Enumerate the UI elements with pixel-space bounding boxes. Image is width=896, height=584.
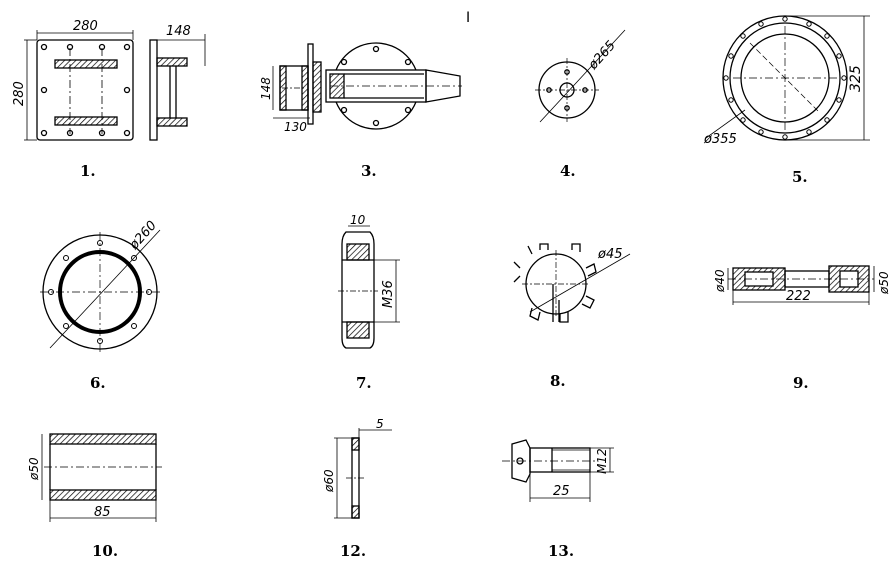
part-10-dim-length: 85 — [94, 505, 111, 520]
part-9-number: 9. — [793, 374, 809, 392]
part-12-drawing — [334, 428, 392, 519]
part-8-dim-diameter: ø45 — [597, 247, 623, 262]
page-mark: I — [466, 10, 470, 26]
part-12-dim-thickness: 5 — [376, 417, 384, 431]
part-5-dim-diameter: ø355 — [703, 132, 737, 147]
part-1-number: 1. — [80, 162, 96, 180]
part-3-dim-width: 130 — [284, 120, 307, 134]
part-10-dim-diameter: ø50 — [27, 457, 41, 481]
part-13-dim-length: 25 — [553, 484, 570, 499]
part-1-drawing — [24, 30, 206, 141]
part-1-dim-height: 280 — [12, 81, 27, 106]
part-6-number: 6. — [90, 374, 106, 392]
part-9-dim-length: 222 — [786, 289, 811, 304]
part-8-drawing — [513, 243, 631, 323]
part-4-drawing — [535, 29, 626, 123]
part-7-dim-thread: M36 — [381, 280, 396, 308]
part-12-dim-diameter: ø60 — [322, 469, 336, 493]
part-13-dim-thread: M12 — [595, 448, 609, 474]
part-13-number: 13. — [548, 542, 574, 560]
part-9-dim-diameter-right: ø50 — [877, 271, 891, 295]
part-1-dim-width: 280 — [73, 19, 98, 34]
part-9-drawing — [727, 265, 875, 305]
part-3-drawing — [272, 42, 462, 130]
part-4-number: 4. — [560, 162, 576, 180]
part-10-drawing — [41, 433, 162, 522]
part-12-number: 12. — [340, 542, 366, 560]
part-3-dim-height: 148 — [259, 77, 273, 100]
part-10-number: 10. — [92, 542, 118, 560]
part-5-dim-height: 325 — [848, 65, 864, 92]
part-5-drawing — [705, 15, 870, 141]
part-6-drawing — [40, 229, 161, 352]
part-5-number: 5. — [792, 168, 808, 186]
part-3-number: 3. — [361, 162, 377, 180]
part-8-number: 8. — [550, 372, 566, 390]
part-1-dim-depth: 148 — [166, 24, 191, 39]
part-7-dim-thickness: 10 — [350, 213, 366, 227]
part-13-drawing — [502, 439, 614, 502]
part-7-drawing — [338, 225, 400, 349]
part-7-number: 7. — [356, 374, 372, 392]
part-9-dim-diameter-left: ø40 — [713, 269, 727, 293]
